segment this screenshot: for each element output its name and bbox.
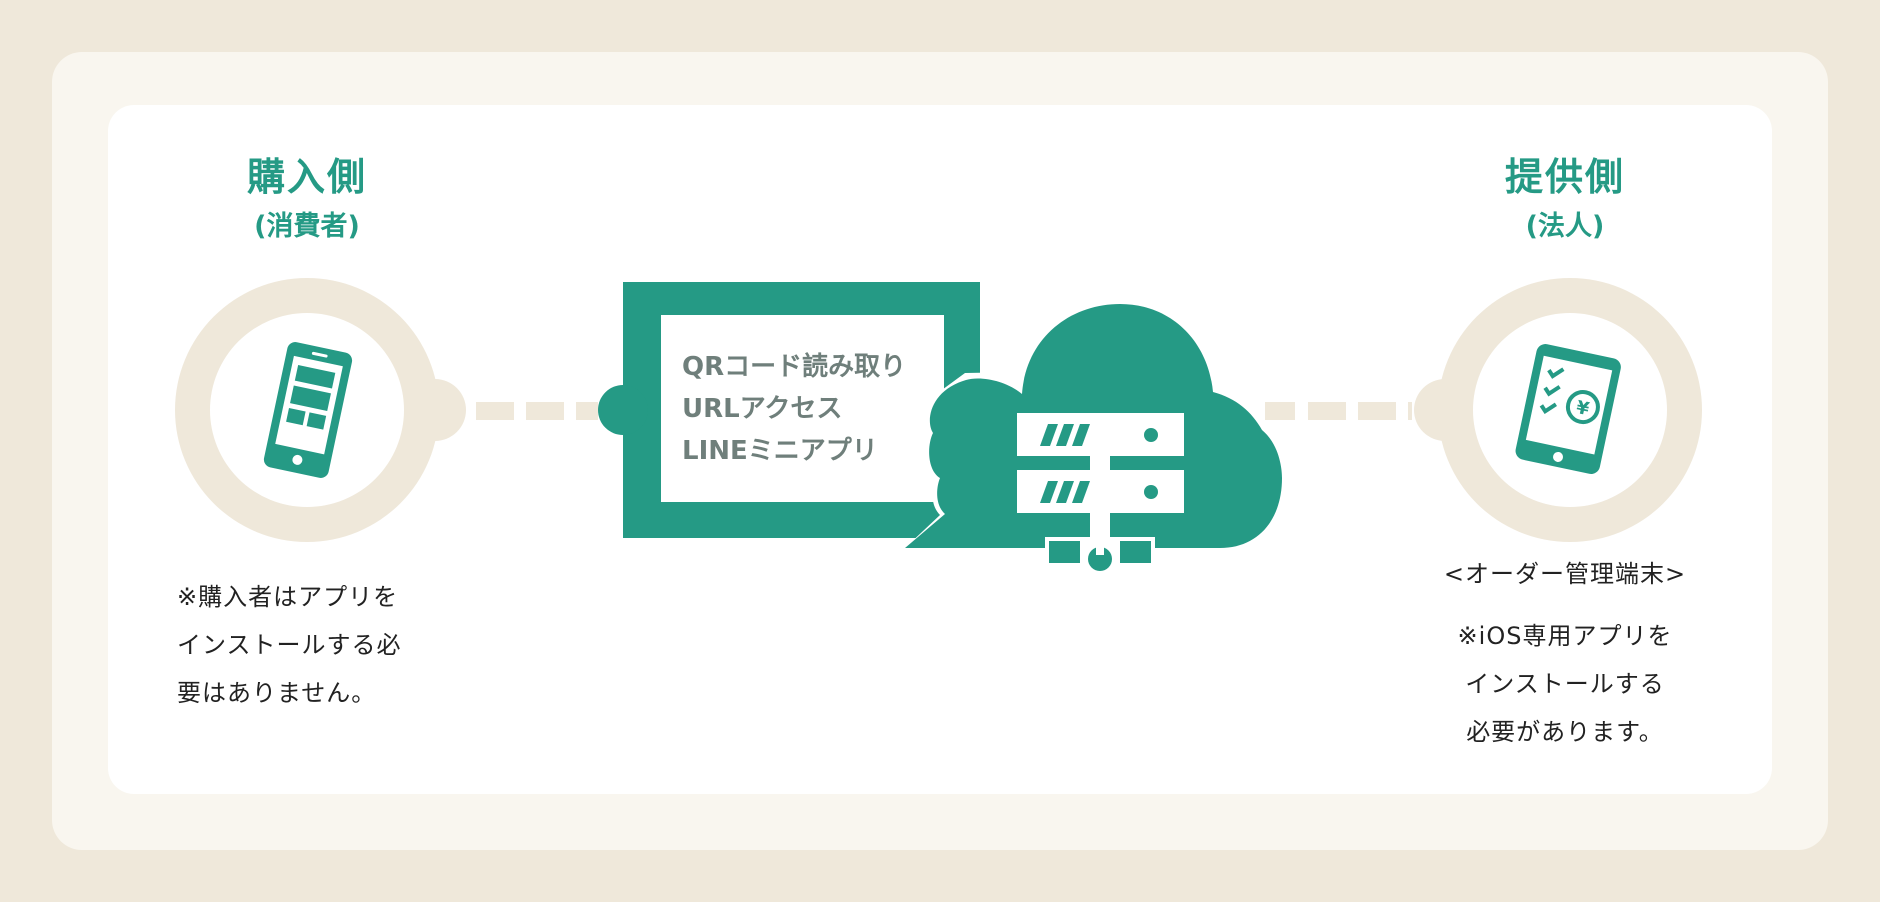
access-method-item: LINEミニアプリ [682,436,878,466]
buyer-note-line: インストールする必 [177,631,402,659]
provider-note-line: 必要があります。 [1466,718,1664,746]
right-connector [1265,402,1412,420]
provider-title: 提供側 [1504,155,1625,199]
buyer-subtitle: (消費者) [254,211,360,242]
provider-note-line: ※iOS専用アプリを [1457,622,1673,650]
left-connector [476,402,598,420]
buyer-title: 購入側 [246,155,367,199]
buyer-note: ※購入者はアプリを インストールする必 要はありません。 [177,573,477,717]
cloud-server-icon [905,304,1290,571]
buyer-note-line: ※購入者はアプリを [177,583,399,611]
access-methods-list: QRコード読み取り URLアクセス LINEミニアプリ [682,346,912,472]
provider-note-line: インストールする [1465,670,1665,698]
access-methods-box [598,282,980,538]
access-method-item: URLアクセス [682,394,843,424]
svg-text:¥: ¥ [1574,397,1591,420]
access-method-item: QRコード読み取り [682,352,907,382]
buyer-note-line: 要はありません。 [177,679,377,707]
provider-note: ※iOS専用アプリを インストールする 必要があります。 [1410,612,1720,756]
smartphone-icon [263,342,353,478]
tablet-checklist-yen-icon: ¥ [1515,344,1621,474]
provider-device-label: <オーダー管理端末> [1443,560,1687,588]
provider-subtitle: (法人) [1525,211,1605,242]
